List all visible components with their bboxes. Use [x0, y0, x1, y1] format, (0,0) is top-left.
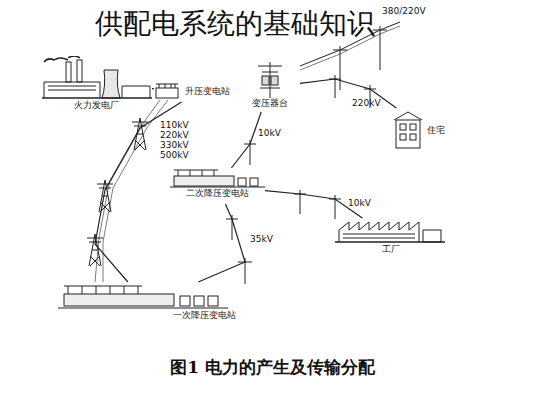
pole	[244, 140, 256, 165]
pylon	[132, 118, 148, 150]
power-line	[152, 88, 154, 89]
facility-label: 升压变电站	[185, 86, 230, 97]
wire	[103, 100, 168, 282]
pole	[329, 195, 341, 219]
facility-label: 一次降压变电站	[58, 310, 236, 321]
facility-node: 变压器台	[240, 62, 300, 112]
facility-label: 二次降压变电站	[170, 188, 265, 199]
line-voltage-label: 10kV	[348, 198, 388, 208]
power-line	[265, 191, 362, 218]
voltage-label: 380/220V	[382, 6, 426, 16]
line-voltage-label: 10kV	[258, 128, 298, 138]
caption: 图1 电力的产生及传输分配	[0, 356, 533, 378]
pole	[373, 26, 387, 70]
wire	[95, 100, 160, 282]
facility-label: 火力发电厂	[40, 100, 152, 111]
power-line	[300, 79, 396, 108]
pole	[226, 215, 238, 240]
facility-icon	[335, 218, 447, 244]
pole	[329, 75, 341, 98]
line-voltage-label: 220kV	[352, 98, 392, 108]
facility-icon	[40, 56, 152, 100]
power-line	[198, 204, 245, 282]
pylon	[87, 234, 103, 266]
facility-icon	[240, 62, 300, 98]
facility-node: 二次降压变电站	[170, 168, 265, 204]
facility-node: 住宅	[392, 108, 462, 152]
facility-icon	[154, 82, 182, 100]
facility-icon	[58, 282, 236, 310]
line-voltage-label: 35kV	[250, 234, 290, 244]
facility-label: 变压器台	[240, 98, 300, 109]
facility-icon	[170, 168, 265, 188]
facility-icon	[170, 168, 265, 188]
facility-node: 一次降压变电站	[58, 282, 236, 326]
facility-icon	[154, 82, 182, 100]
power-line	[231, 112, 261, 168]
facility-icon	[392, 110, 424, 150]
pole	[238, 258, 252, 284]
facility-icon	[335, 218, 447, 244]
facility-label: 住宅	[427, 125, 445, 136]
pole	[294, 190, 306, 214]
facility-icon	[392, 110, 424, 150]
facility-icon	[40, 56, 152, 100]
facility-icon	[240, 62, 300, 98]
line-voltage-label: 110kV 220kV 330kV 500kV	[160, 120, 194, 160]
facility-icon	[58, 282, 233, 310]
facility-node: 升压变电站	[154, 80, 244, 102]
facility-label: 工厂	[335, 244, 447, 255]
facility-node: 工厂	[335, 218, 447, 258]
facility-node: 火力发电厂	[40, 56, 152, 116]
